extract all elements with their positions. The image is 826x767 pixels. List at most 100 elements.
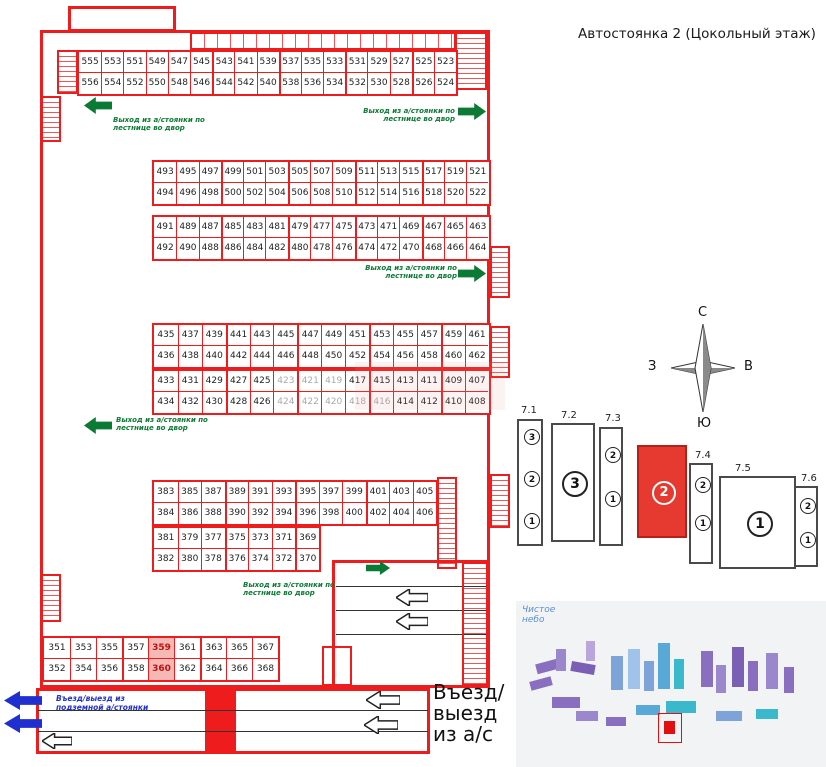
parking-space-474[interactable]: 474 — [354, 238, 377, 259]
parking-space-403[interactable]: 403 — [389, 482, 413, 503]
parking-space-457[interactable]: 457 — [416, 325, 441, 346]
parking-space-420[interactable]: 420 — [321, 392, 346, 413]
parking-space-505[interactable]: 505 — [287, 162, 311, 183]
parking-space-531[interactable]: 531 — [345, 52, 368, 73]
parking-space-455[interactable]: 455 — [392, 325, 417, 346]
parking-space-458[interactable]: 458 — [416, 346, 441, 367]
parking-space-387[interactable]: 387 — [201, 482, 225, 503]
parking-space-418[interactable]: 418 — [345, 392, 370, 413]
parking-space-398[interactable]: 398 — [318, 503, 342, 524]
parking-space-413[interactable]: 413 — [392, 371, 417, 392]
parking-space-554[interactable]: 554 — [101, 73, 124, 94]
parking-space-442[interactable]: 442 — [225, 346, 250, 367]
parking-space-499[interactable]: 499 — [220, 162, 244, 183]
parking-space-463[interactable]: 463 — [466, 217, 489, 238]
parking-space-508[interactable]: 508 — [310, 183, 333, 204]
parking-space-541[interactable]: 541 — [234, 52, 257, 73]
parking-space-444[interactable]: 444 — [249, 346, 274, 367]
parking-space-358[interactable]: 358 — [122, 659, 148, 680]
parking-space-460[interactable]: 460 — [440, 346, 465, 367]
parking-space-419[interactable]: 419 — [321, 371, 346, 392]
parking-space-373[interactable]: 373 — [248, 528, 272, 549]
parking-space-392[interactable]: 392 — [248, 503, 272, 524]
parking-space-368[interactable]: 368 — [252, 659, 278, 680]
parking-space-512[interactable]: 512 — [354, 183, 377, 204]
parking-space-515[interactable]: 515 — [399, 162, 422, 183]
parking-space-361[interactable]: 361 — [174, 638, 200, 659]
parking-space-553[interactable]: 553 — [101, 52, 124, 73]
parking-space-371[interactable]: 371 — [271, 528, 295, 549]
parking-space-388[interactable]: 388 — [201, 503, 225, 524]
parking-space-525[interactable]: 525 — [411, 52, 434, 73]
parking-space-494[interactable]: 494 — [154, 183, 177, 204]
parking-space-520[interactable]: 520 — [443, 183, 467, 204]
parking-space-475[interactable]: 475 — [332, 217, 355, 238]
parking-space-416[interactable]: 416 — [369, 392, 393, 413]
parking-space-550[interactable]: 550 — [145, 73, 168, 94]
parking-space-363[interactable]: 363 — [200, 638, 226, 659]
parking-space-377[interactable]: 377 — [201, 528, 225, 549]
parking-space-529[interactable]: 529 — [367, 52, 390, 73]
parking-space-384[interactable]: 384 — [154, 503, 178, 524]
parking-space-451[interactable]: 451 — [345, 325, 370, 346]
parking-space-488[interactable]: 488 — [198, 238, 221, 259]
parking-space-521[interactable]: 521 — [466, 162, 489, 183]
parking-space-482[interactable]: 482 — [265, 238, 288, 259]
parking-space-461[interactable]: 461 — [464, 325, 489, 346]
parking-space-500[interactable]: 500 — [220, 183, 244, 204]
parking-space-489[interactable]: 489 — [176, 217, 199, 238]
parking-space-380[interactable]: 380 — [177, 549, 201, 570]
parking-space-429[interactable]: 429 — [201, 371, 226, 392]
parking-space-490[interactable]: 490 — [176, 238, 199, 259]
parking-space-447[interactable]: 447 — [297, 325, 322, 346]
parking-space-493[interactable]: 493 — [154, 162, 177, 183]
parking-space-524[interactable]: 524 — [434, 73, 457, 94]
parking-space-466[interactable]: 466 — [443, 238, 467, 259]
parking-space-352[interactable]: 352 — [44, 659, 70, 680]
parking-space-547[interactable]: 547 — [167, 52, 190, 73]
parking-space-357[interactable]: 357 — [122, 638, 148, 659]
parking-space-530[interactable]: 530 — [367, 73, 390, 94]
parking-space-386[interactable]: 386 — [177, 503, 201, 524]
parking-space-549[interactable]: 549 — [145, 52, 168, 73]
parking-space-491[interactable]: 491 — [154, 217, 177, 238]
parking-space-452[interactable]: 452 — [345, 346, 370, 367]
building-2-highlighted[interactable]: 2 — [637, 445, 687, 538]
parking-space-450[interactable]: 450 — [321, 346, 346, 367]
parking-space-495[interactable]: 495 — [176, 162, 199, 183]
parking-space-376[interactable]: 376 — [224, 549, 248, 570]
parking-space-385[interactable]: 385 — [177, 482, 201, 503]
parking-space-511[interactable]: 511 — [354, 162, 377, 183]
parking-space-504[interactable]: 504 — [265, 183, 288, 204]
parking-space-422[interactable]: 422 — [297, 392, 322, 413]
parking-space-527[interactable]: 527 — [389, 52, 412, 73]
parking-space-438[interactable]: 438 — [177, 346, 202, 367]
parking-space-435[interactable]: 435 — [154, 325, 178, 346]
parking-space-535[interactable]: 535 — [300, 52, 324, 73]
parking-space-399[interactable]: 399 — [342, 482, 366, 503]
parking-space-415[interactable]: 415 — [369, 371, 393, 392]
parking-space-471[interactable]: 471 — [376, 217, 400, 238]
parking-space-405[interactable]: 405 — [412, 482, 436, 503]
parking-space-366[interactable]: 366 — [226, 659, 252, 680]
parking-space-546[interactable]: 546 — [189, 73, 213, 94]
parking-space-533[interactable]: 533 — [323, 52, 346, 73]
parking-space-355[interactable]: 355 — [96, 638, 122, 659]
parking-space-517[interactable]: 517 — [421, 162, 444, 183]
parking-space-411[interactable]: 411 — [416, 371, 441, 392]
parking-space-532[interactable]: 532 — [345, 73, 368, 94]
parking-space-383[interactable]: 383 — [154, 482, 178, 503]
parking-space-378[interactable]: 378 — [201, 549, 225, 570]
parking-space-400[interactable]: 400 — [342, 503, 366, 524]
parking-space-454[interactable]: 454 — [369, 346, 393, 367]
parking-space-485[interactable]: 485 — [220, 217, 244, 238]
parking-space-473[interactable]: 473 — [354, 217, 377, 238]
parking-space-379[interactable]: 379 — [177, 528, 201, 549]
parking-space-441[interactable]: 441 — [225, 325, 250, 346]
parking-space-468[interactable]: 468 — [421, 238, 444, 259]
parking-space-462[interactable]: 462 — [464, 346, 489, 367]
parking-space-537[interactable]: 537 — [278, 52, 301, 73]
